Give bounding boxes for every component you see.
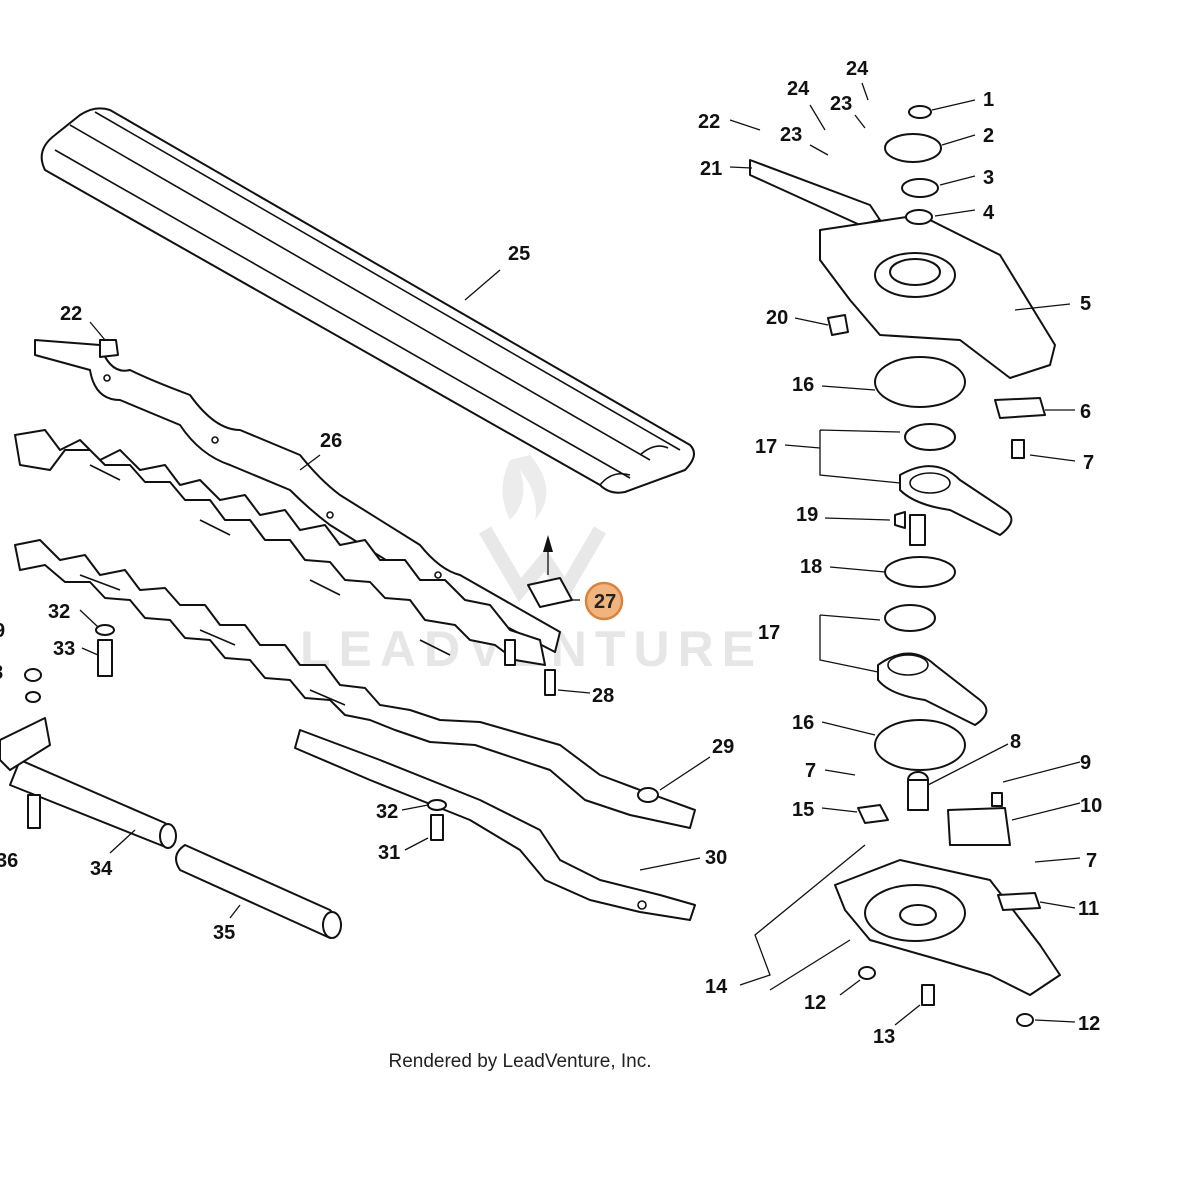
callout-17-a: 17 (755, 436, 777, 458)
callout-1: 1 (983, 89, 994, 111)
callout-3: 3 (983, 167, 994, 189)
callout-34: 34 (90, 858, 113, 880)
callout-8: 8 (1010, 731, 1021, 753)
fasteners-left (95, 339, 556, 841)
callout-29: 29 (712, 736, 734, 758)
callout-15: 15 (792, 799, 814, 821)
callout-5: 5 (1080, 293, 1091, 315)
callout-24-b: 24 (846, 58, 869, 80)
callout-33: 33 (53, 638, 75, 660)
callout-31: 31 (378, 842, 400, 864)
callout-23-a: 23 (780, 124, 802, 146)
callout-9-partial: 9 (0, 620, 5, 642)
callout-16-a: 16 (792, 374, 814, 396)
part-plate-27 (527, 535, 573, 608)
callout-2: 2 (983, 125, 994, 147)
callout-32-b: 32 (376, 801, 398, 823)
callout-30: 30 (705, 847, 727, 869)
part-crank-assembly (874, 356, 1013, 771)
callout-13: 13 (873, 1026, 895, 1048)
callout-7-b: 7 (805, 760, 816, 782)
callout-26: 26 (320, 430, 342, 452)
callout-14: 14 (705, 976, 728, 998)
callout-25: 25 (508, 243, 530, 265)
callout-11: 11 (1078, 898, 1099, 920)
highlight-ring[interactable] (584, 581, 624, 621)
part-lower-blade (14, 539, 696, 829)
callout-27-highlight[interactable]: 27 (584, 581, 624, 621)
callout-12-a: 12 (804, 992, 826, 1014)
callout-19: 19 (796, 504, 818, 526)
callout-23-b: 23 (830, 93, 852, 115)
credit-text: Rendered by LeadVenture, Inc. (388, 1051, 652, 1072)
callout-4: 4 (983, 202, 995, 224)
part-bottom-bar (294, 729, 696, 921)
part-gearbox-bottom (834, 771, 1061, 1027)
part-shaft-tubes (0, 668, 342, 939)
callout-7-a: 7 (1083, 452, 1094, 474)
callout-22-b: 22 (60, 303, 82, 325)
callout-17-b: 17 (758, 622, 780, 644)
callout-24-a: 24 (787, 78, 810, 100)
callout-labels: 1 2 3 4 5 6 7 7 7 8 9 10 11 12 12 13 14 … (0, 58, 1102, 1048)
callout-36: 36 (0, 850, 18, 872)
callout-12-b: 12 (1078, 1013, 1100, 1035)
callout-35: 35 (213, 922, 235, 944)
callout-20: 20 (766, 307, 788, 329)
callout-32-a: 32 (48, 601, 70, 623)
callout-9: 9 (1080, 752, 1091, 774)
callout-16-b: 16 (792, 712, 814, 734)
callout-18: 18 (800, 556, 822, 578)
callout-27[interactable]: 27 (594, 591, 616, 613)
callout-7-c: 7 (1086, 850, 1097, 872)
part-gearbox-top (749, 105, 1056, 459)
part-housing-cover (40, 107, 695, 494)
part-blade-bar (34, 339, 561, 653)
leader-lines (79, 82, 1081, 1026)
callout-21: 21 (700, 158, 722, 180)
callout-8-partial: 8 (0, 662, 3, 684)
part-upper-blade (14, 429, 546, 666)
callout-10: 10 (1080, 795, 1102, 817)
callout-28: 28 (592, 685, 614, 707)
callout-6: 6 (1080, 401, 1091, 423)
callout-22-a: 22 (698, 111, 720, 133)
